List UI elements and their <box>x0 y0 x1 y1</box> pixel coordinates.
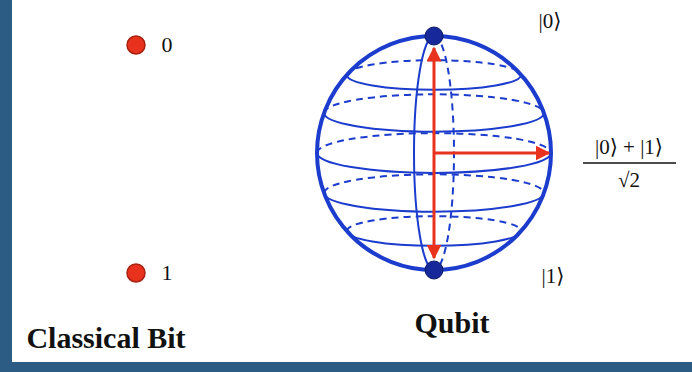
meridian-front <box>414 36 434 270</box>
caption-label: Classical Bit <box>26 321 185 354</box>
white-panel <box>12 0 692 362</box>
state-label: |0⟩ + |1⟩ <box>595 136 663 159</box>
state-label: |1⟩ <box>542 265 565 288</box>
state-arrow <box>434 152 549 155</box>
state-label: √2 <box>618 169 640 192</box>
pole-dot <box>425 261 443 279</box>
fraction-bar <box>583 162 676 164</box>
bit-dot <box>127 36 145 54</box>
sphere-outline <box>317 36 551 270</box>
caption-label: Qubit <box>414 306 489 339</box>
bloch-sphere <box>317 27 551 279</box>
bit-value: 1 <box>162 261 173 285</box>
pole-dot <box>425 27 443 45</box>
state-label: |0⟩ <box>539 10 562 33</box>
bit-value: 0 <box>162 33 173 57</box>
bit-dot <box>127 264 145 282</box>
